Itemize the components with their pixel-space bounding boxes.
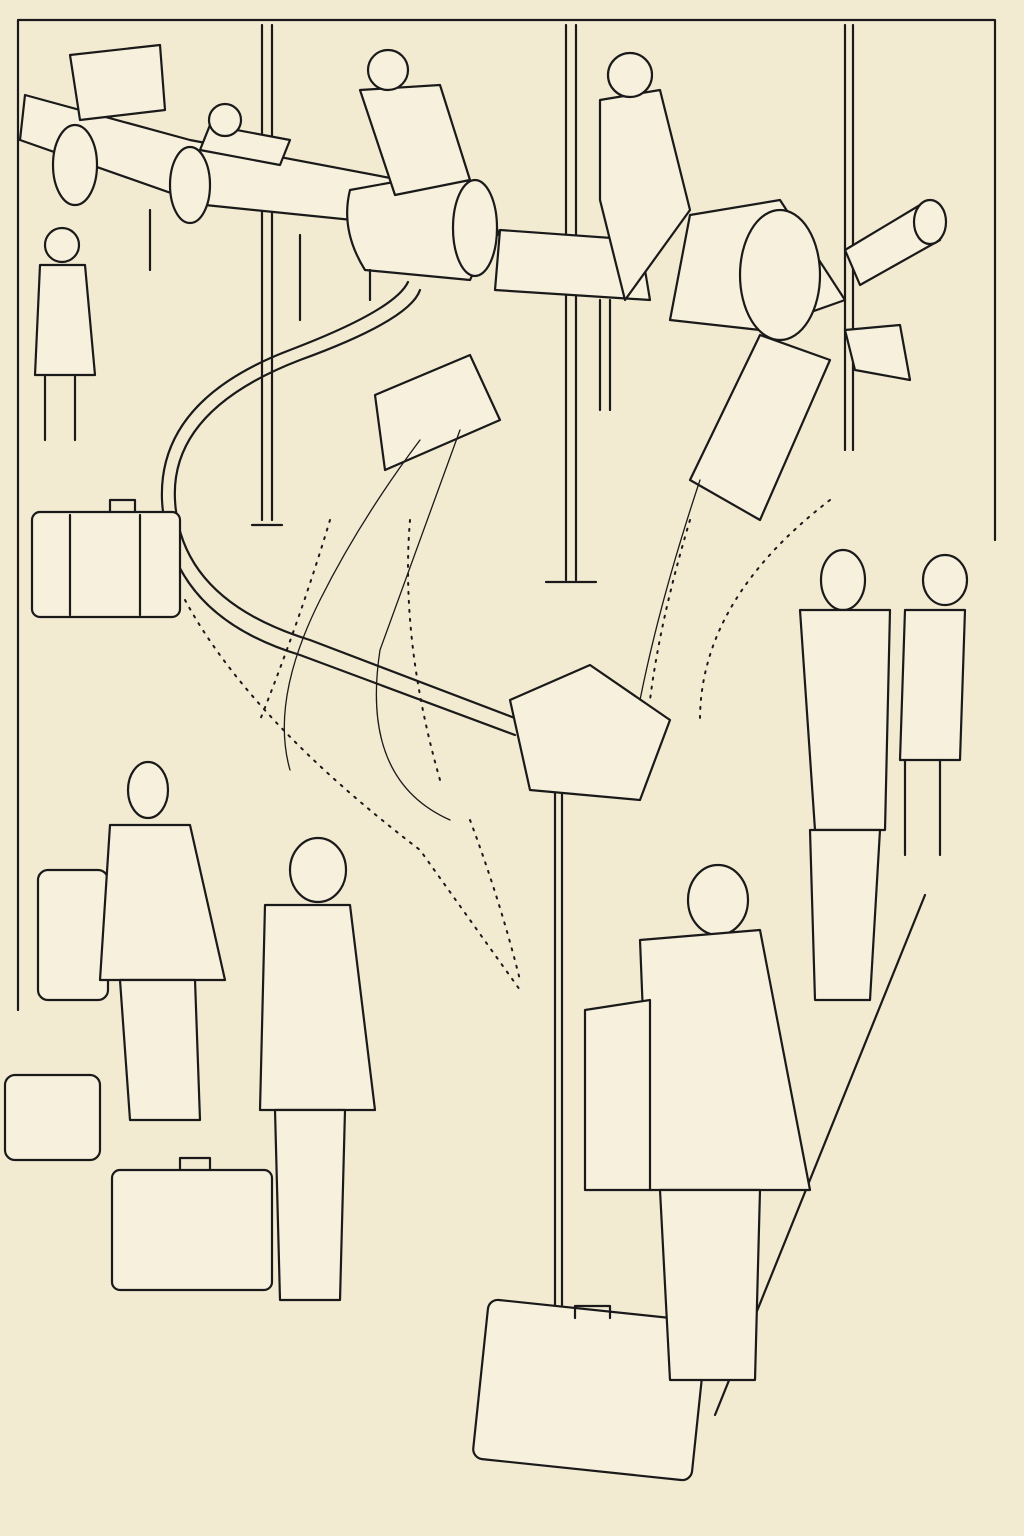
figure-man-left — [98, 760, 227, 1122]
figure-porter — [798, 548, 892, 1002]
spilling-suitcases — [259, 353, 701, 981]
figure-boy-right — [898, 553, 969, 857]
suitcase — [30, 510, 182, 619]
suitcase — [36, 868, 110, 1002]
suitcase — [472, 1298, 708, 1482]
conveyor-pipe — [18, 93, 948, 522]
pipe-joint — [51, 123, 99, 207]
figures-on-conveyor — [68, 43, 692, 302]
figure-man-center-left — [258, 836, 377, 1302]
suitcase — [110, 1168, 274, 1292]
suitcase — [3, 1073, 102, 1162]
floor-luggage — [3, 498, 708, 1482]
figure-man-center — [583, 863, 812, 1382]
figure-left-child — [33, 226, 97, 442]
conveyor-belt — [160, 280, 831, 991]
pipe-joint — [168, 145, 212, 225]
chute — [688, 333, 832, 522]
people — [33, 43, 969, 1382]
support-poles — [250, 23, 855, 1377]
